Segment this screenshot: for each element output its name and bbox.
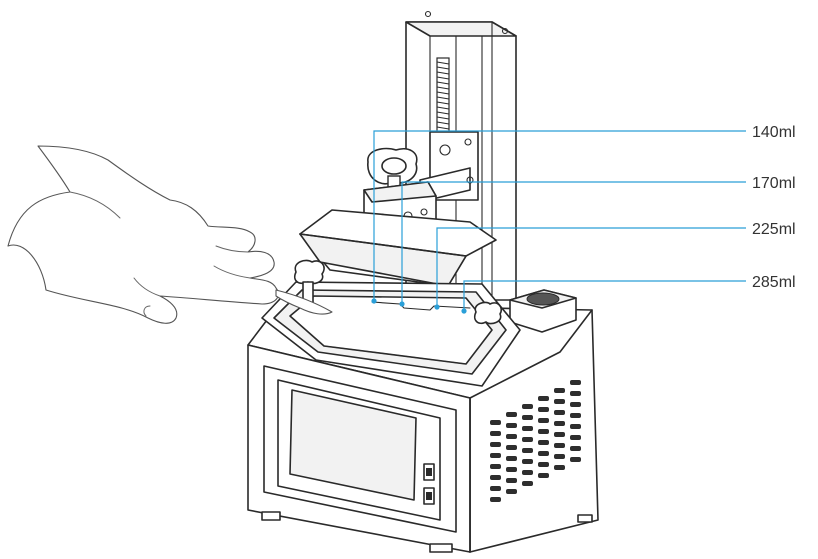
- fill-level-label: 285ml: [752, 274, 796, 291]
- vent-slot: [554, 432, 565, 437]
- vent-slot: [522, 404, 533, 409]
- vent-slot: [570, 391, 581, 396]
- hand-illustration: [7, 145, 333, 324]
- vent-slot: [570, 457, 581, 462]
- vent-slot: [490, 464, 501, 469]
- vent-slot: [490, 431, 501, 436]
- vent-slot: [490, 475, 501, 480]
- vent-slot: [506, 456, 517, 461]
- vent-slot: [506, 423, 517, 428]
- vent-slot: [522, 470, 533, 475]
- fill-level-callout: 170ml: [399, 175, 796, 307]
- vent-slot: [554, 454, 565, 459]
- vent-slot: [554, 421, 565, 426]
- vent-slot: [506, 489, 517, 494]
- z-carriage: [419, 131, 479, 203]
- fill-level-label: 170ml: [752, 175, 796, 192]
- vent-slot: [522, 448, 533, 453]
- build-plate-knob: [367, 147, 418, 191]
- resin-vat: [261, 281, 521, 387]
- vent-slot: [490, 497, 501, 502]
- vent-slot: [570, 424, 581, 429]
- fill-level-callout: 140ml: [371, 124, 796, 304]
- fill-level-label: 225ml: [752, 221, 796, 238]
- vent-slot: [506, 434, 517, 439]
- vent-slot: [522, 481, 533, 486]
- vent-slot: [522, 426, 533, 431]
- vent-slot: [490, 453, 501, 458]
- touch-screen: [289, 389, 417, 501]
- vat-knob-right: [473, 301, 503, 325]
- usb-port: [423, 463, 435, 481]
- build-plate: [299, 209, 497, 287]
- vent-slot: [570, 380, 581, 385]
- vent-slot: [570, 402, 581, 407]
- vent-slot: [554, 410, 565, 415]
- vent-slot: [538, 473, 549, 478]
- vent-slot: [522, 415, 533, 420]
- vent-slot: [538, 440, 549, 445]
- vent-slot: [522, 437, 533, 442]
- fill-level-callouts: 140ml 170ml 225ml 285ml: [371, 124, 796, 314]
- fill-level-callout: 285ml: [461, 274, 796, 314]
- vent-slot: [570, 435, 581, 440]
- vent-slot: [538, 462, 549, 467]
- vent-slot: [570, 446, 581, 451]
- fill-level-callout: 225ml: [434, 221, 796, 310]
- fill-level-label: 140ml: [752, 124, 796, 141]
- vent-slot: [538, 418, 549, 423]
- side-vents: [490, 380, 581, 502]
- vent-slot: [490, 442, 501, 447]
- power-port: [423, 487, 435, 505]
- vent-slot: [506, 412, 517, 417]
- vent-slot: [538, 451, 549, 456]
- vent-slot: [490, 420, 501, 425]
- vent-slot: [538, 429, 549, 434]
- vent-slot: [522, 459, 533, 464]
- vent-slot: [554, 465, 565, 470]
- vent-slot: [538, 396, 549, 401]
- vent-slot: [506, 478, 517, 483]
- vent-slot: [490, 486, 501, 491]
- vent-slot: [506, 445, 517, 450]
- cooling-fan: [509, 289, 577, 333]
- vent-slot: [554, 388, 565, 393]
- vent-slot: [506, 467, 517, 472]
- vent-slot: [554, 443, 565, 448]
- vent-slot: [554, 399, 565, 404]
- vat-fill-markings: [371, 301, 471, 311]
- vat-knob-left: [293, 259, 325, 305]
- vent-slot: [538, 407, 549, 412]
- vent-slot: [570, 413, 581, 418]
